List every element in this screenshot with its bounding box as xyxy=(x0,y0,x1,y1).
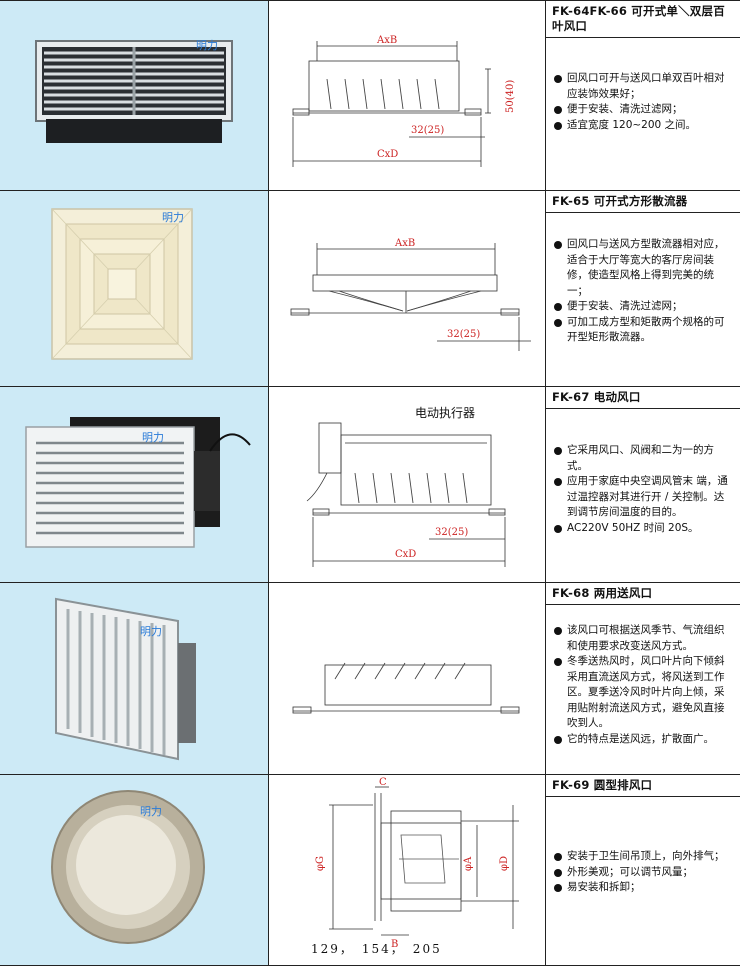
drawing-fk64: AxB 50(40) 32(25) CxD xyxy=(269,1,546,190)
product-title: FK-64FK-66 可开式单＼双层百叶风口 xyxy=(546,1,740,38)
product-row-fk64: 明力 xyxy=(0,0,740,190)
feature-item: 安装于卫生间吊顶上，向外排气； xyxy=(554,849,734,865)
feature-item: 该风口可根据送风季节、气流组织和使用要求改变送风方式。 xyxy=(554,623,734,654)
dim-cxd: CxD xyxy=(377,149,398,160)
text-fk69: FK-69 圆型排风口 安装于卫生间吊顶上，向外排气； 外形美观；可以调节风量；… xyxy=(546,775,740,965)
feature-list: 安装于卫生间吊顶上，向外排气； 外形美观；可以调节风量； 易安装和拆卸； xyxy=(546,849,740,896)
product-row-fk69: 明力 xyxy=(0,774,740,966)
product-title: FK-68 两用送风口 xyxy=(546,583,740,605)
feature-item: 外形美观；可以调节风量； xyxy=(554,865,734,881)
product-photo-fk69: 明力 xyxy=(0,775,269,965)
feature-item: 它采用风口、风阀和二为一的方式。 xyxy=(554,443,734,474)
product-row-fk68: 明力 FK-68 两用送风口 该风口可根据送风季节、气流组织和使用要求改变送风方… xyxy=(0,582,740,774)
technical-drawing-fk65: AxB 32(25) xyxy=(290,238,531,351)
dim-height: 50(40) xyxy=(505,80,516,113)
dim-cxd: CxD xyxy=(395,549,416,560)
dim-a: φA xyxy=(463,856,474,871)
feature-item: 便于安装、清洗过滤网； xyxy=(554,102,734,118)
round-exhaust-photo: 明力 xyxy=(51,790,205,944)
dim-axb: AxB xyxy=(376,35,397,46)
text-fk68: FK-68 两用送风口 该风口可根据送风季节、气流组织和使用要求改变送风方式。 … xyxy=(546,583,740,774)
brand-logo: 明力 xyxy=(140,805,162,818)
dim-d: φD xyxy=(499,856,510,871)
product-row-fk65: 明力 AxB 32(25) xyxy=(0,190,740,386)
feature-item: AC220V 50HZ 时间 20S。 xyxy=(554,521,734,537)
feature-item: 适宜宽度 120~200 之间。 xyxy=(554,118,734,134)
product-photo-fk67: 明力 xyxy=(0,387,269,582)
brand-logo: 明力 xyxy=(196,39,218,52)
drawing-fk67: 电动执行器 32(25) CxD xyxy=(269,387,546,582)
product-photo-fk65: 明力 xyxy=(0,191,269,386)
drawing-fk69: C φG φA φD B 129， 154， 205 xyxy=(269,775,546,965)
product-photo-fk68: 明力 xyxy=(0,583,269,774)
brand-logo: 明力 xyxy=(162,211,184,224)
dim-g: φG xyxy=(315,856,326,871)
drawing-fk65: AxB 32(25) xyxy=(269,191,546,386)
technical-drawing-fk64: AxB 50(40) 32(25) CxD xyxy=(292,35,516,167)
text-fk64: FK-64FK-66 可开式单＼双层百叶风口 回风口可开与送风口单双百叶相对应装… xyxy=(546,1,740,190)
dim-b: B xyxy=(391,939,398,950)
feature-item: 冬季送热风时，风口叶片向下倾斜采用直流送风方式，将风送到工作区。夏季送冷风时叶片… xyxy=(554,654,734,732)
motorized-grille-photo: 明力 xyxy=(25,417,251,548)
drawing-fk68 xyxy=(269,583,546,774)
feature-list: 该风口可根据送风季节、气流组织和使用要求改变送风方式。 冬季送热风时，风口叶片向… xyxy=(546,623,740,747)
actuator-caption: 电动执行器 xyxy=(415,406,475,420)
brand-logo: 明力 xyxy=(142,431,164,444)
product-title: FK-67 电动风口 xyxy=(546,387,740,409)
dim-step: 32(25) xyxy=(411,125,444,136)
feature-list: 回风口与送风方型散流器相对应，适合于大厅等宽大的客厅房间装修，使造型风格上得到完… xyxy=(546,237,740,346)
technical-drawing-fk68 xyxy=(292,662,520,714)
dim-c: C xyxy=(379,777,387,788)
feature-list: 它采用风口、风阀和二为一的方式。 应用于家庭中央空调风管末 端，通过温控器对其进… xyxy=(546,443,740,536)
product-title: FK-69 圆型排风口 xyxy=(546,775,740,797)
square-diffuser-photo: 明力 xyxy=(51,208,193,360)
dim-axb: AxB xyxy=(394,238,415,249)
dual-use-grille-photo: 明力 xyxy=(55,597,196,761)
technical-drawing-fk69: C φG φA φD B xyxy=(315,777,519,950)
footer-numbers: 129， 154， 205 xyxy=(311,942,442,956)
text-fk65: FK-65 可开式方形散流器 回风口与送风方型散流器相对应，适合于大厅等宽大的客… xyxy=(546,191,740,386)
text-fk67: FK-67 电动风口 它采用风口、风阀和二为一的方式。 应用于家庭中央空调风管末… xyxy=(546,387,740,582)
feature-item: 可加工成方型和矩散两个规格的可开型矩形散流器。 xyxy=(554,315,734,346)
product-photo-fk64: 明力 xyxy=(0,1,269,190)
dim-step: 32(25) xyxy=(435,527,468,538)
feature-item: 回风口可开与送风口单双百叶相对应装饰效果好； xyxy=(554,71,734,102)
brand-logo: 明力 xyxy=(140,625,162,638)
louver-grille-photo: 明力 xyxy=(35,39,233,143)
product-row-fk67: 明力 电动执行器 xyxy=(0,386,740,582)
feature-item: 它的特点是送风远，扩散面广。 xyxy=(554,732,734,748)
feature-item: 易安装和拆卸； xyxy=(554,880,734,896)
feature-item: 便于安装、清洗过滤网； xyxy=(554,299,734,315)
dim-step: 32(25) xyxy=(447,329,480,340)
technical-drawing-fk67: 电动执行器 32(25) CxD xyxy=(306,406,506,567)
feature-item: 应用于家庭中央空调风管末 端，通过温控器对其进行开 / 关控制。达到调节房间温度… xyxy=(554,474,734,521)
product-title: FK-65 可开式方形散流器 xyxy=(546,191,740,213)
feature-list: 回风口可开与送风口单双百叶相对应装饰效果好； 便于安装、清洗过滤网； 适宜宽度 … xyxy=(546,71,740,133)
feature-item: 回风口与送风方型散流器相对应，适合于大厅等宽大的客厅房间装修，使造型风格上得到完… xyxy=(554,237,734,299)
